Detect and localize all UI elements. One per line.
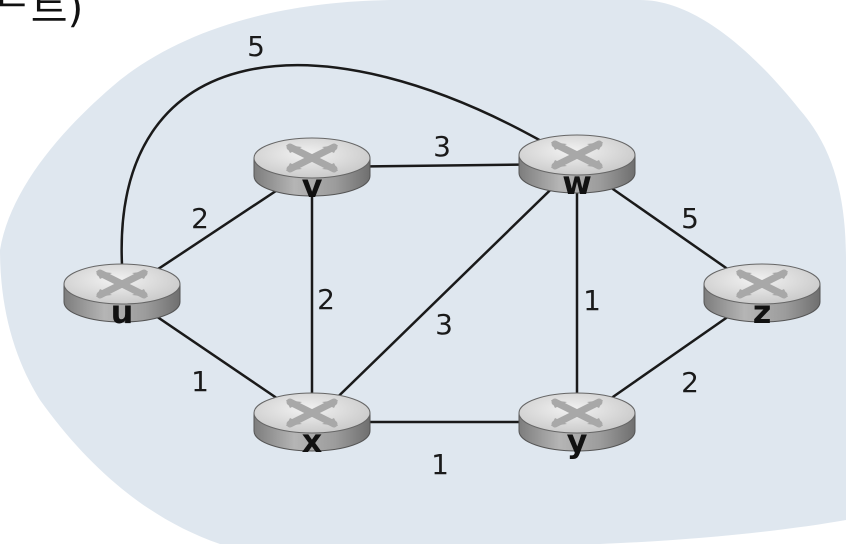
- link-cost-x-y: 1: [431, 448, 449, 481]
- router-label-v: v: [302, 167, 323, 205]
- link-x-w: [311, 163, 578, 423]
- router-label-z: z: [753, 293, 772, 331]
- link-cost-w-y: 1: [583, 284, 601, 317]
- edge-cost-labels: 5 2 1 3 2 3 1 1 5 2: [191, 30, 699, 481]
- routers-layer: u v w x y z: [63, 134, 821, 460]
- link-cost-w-z: 5: [681, 202, 699, 235]
- router-icon: [703, 263, 821, 323]
- link-cost-v-w: 3: [433, 130, 451, 163]
- router-label-y: y: [567, 422, 588, 460]
- router-icon: [518, 392, 636, 452]
- router-label-u: u: [111, 293, 134, 331]
- router-cross-arrows-icon: [286, 398, 338, 428]
- router-w: w: [518, 134, 636, 202]
- link-cost-u-x: 1: [191, 365, 209, 398]
- link-cost-v-x: 2: [317, 283, 335, 316]
- router-icon: [253, 137, 371, 197]
- router-y: y: [518, 392, 636, 460]
- router-cross-arrows-icon: [286, 143, 338, 173]
- heading-fragment: ᄃ트): [0, 0, 83, 32]
- router-z: z: [703, 263, 821, 331]
- link-cost-x-w: 3: [435, 308, 453, 341]
- router-label-w: w: [562, 164, 592, 202]
- router-x: x: [253, 392, 371, 460]
- link-cost-u-v: 2: [191, 202, 209, 235]
- link-cost-y-z: 2: [681, 366, 699, 399]
- router-cross-arrows-icon: [551, 140, 603, 170]
- router-cross-arrows-icon: [736, 269, 788, 299]
- router-icon: [253, 392, 371, 452]
- router-cross-arrows-icon: [96, 269, 148, 299]
- router-u: u: [63, 263, 181, 331]
- router-v: v: [253, 137, 371, 205]
- link-u-w: [120, 63, 558, 266]
- link-cost-u-w: 5: [247, 30, 265, 63]
- router-icon: [63, 263, 181, 323]
- router-label-x: x: [302, 422, 323, 460]
- router-cross-arrows-icon: [551, 398, 603, 428]
- router-icon: [518, 134, 636, 194]
